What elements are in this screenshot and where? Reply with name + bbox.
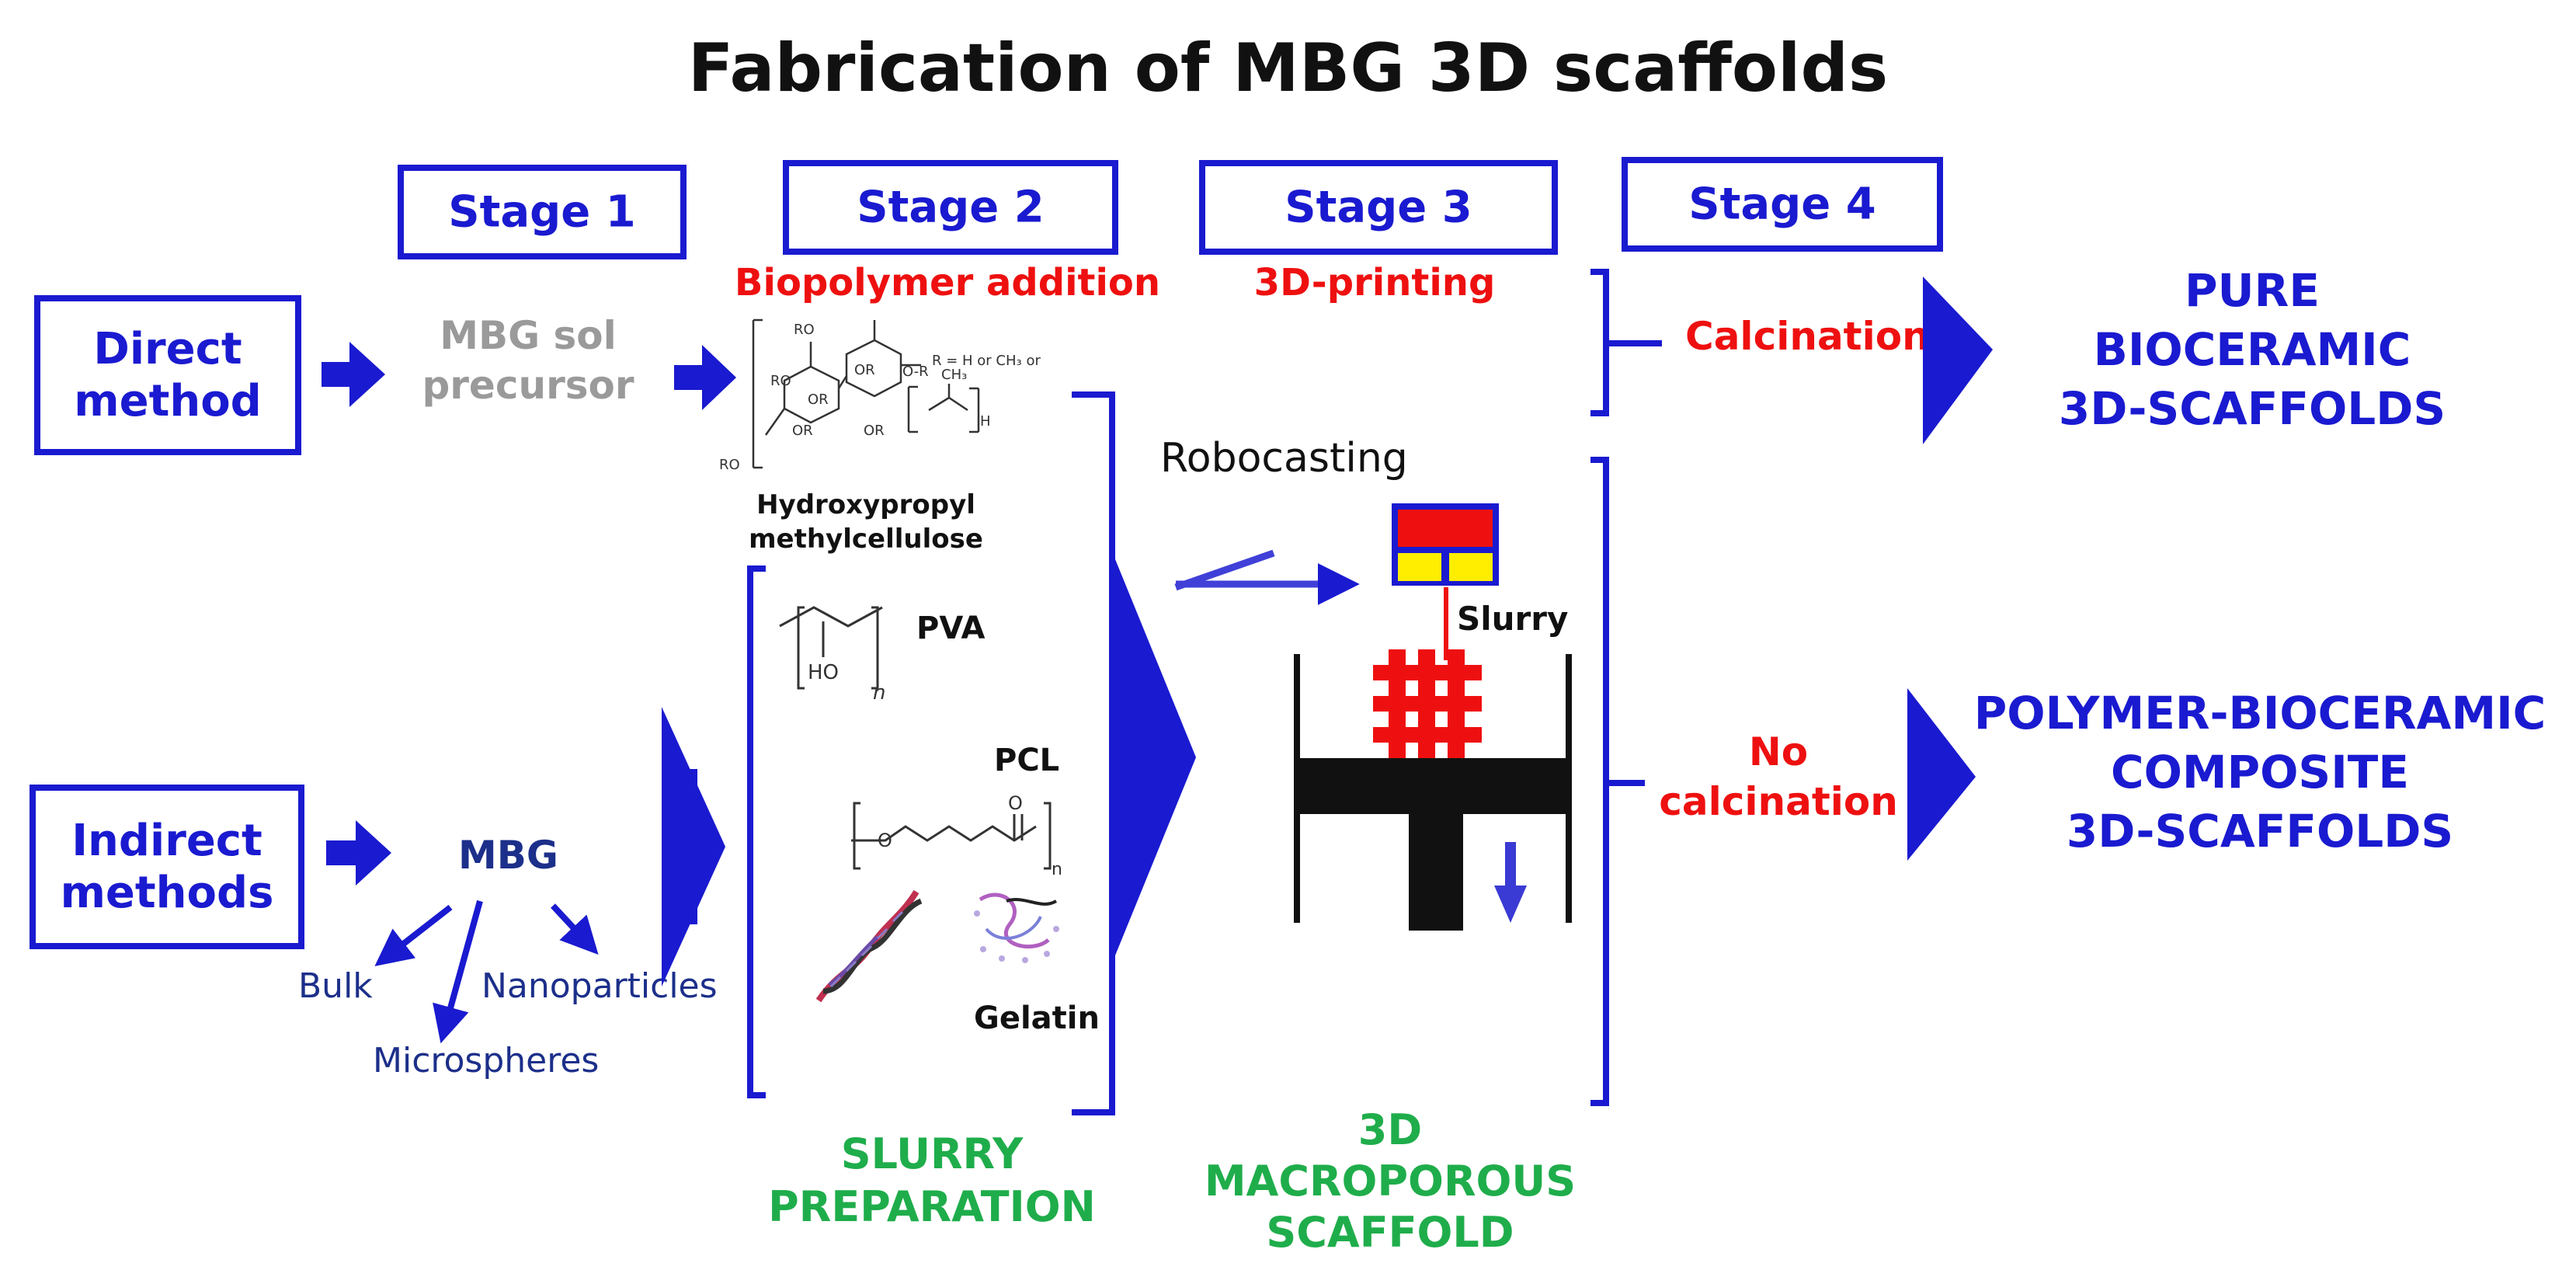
- indirect-methods-box: Indirect methods: [30, 785, 304, 949]
- no-calcination-line2: calcination: [1659, 779, 1898, 824]
- hpmc-r-group-note: R = H or CH₃ or: [932, 353, 1041, 369]
- pcl-structure-icon: [851, 802, 1052, 870]
- microspheres-label: Microspheres: [373, 1041, 600, 1080]
- svg-text:O: O: [1008, 792, 1023, 814]
- mbg-sol-line1: MBG sol: [440, 313, 617, 358]
- no-calcination-label: No calcination: [1646, 727, 1910, 826]
- hpmc-structure-icon: [752, 318, 980, 469]
- svg-text:H: H: [980, 413, 991, 430]
- polymer-bracket-left: [747, 565, 766, 1098]
- mbg-branch-arrows: [374, 899, 599, 1044]
- indirect-methods-line1: Indirect: [71, 815, 262, 866]
- gelatin-coil-icon: [974, 893, 1059, 963]
- mbg-sol-line2: precursor: [422, 363, 634, 408]
- arrow-slurry-to-printer: [1115, 559, 1196, 955]
- platform-down-arrow: [1494, 842, 1527, 923]
- hpmc-line2: methylcellulose: [749, 524, 983, 555]
- printer-platform: [1294, 654, 1572, 931]
- mbg-label: MBG: [458, 833, 558, 878]
- no-calcination-line1: No: [1748, 729, 1809, 774]
- pva-structure-icon: [779, 606, 883, 690]
- direct-method-box: Direct method: [34, 295, 301, 455]
- pure-line1: PURE: [2185, 264, 2320, 317]
- stage-2-box: Stage 2: [783, 160, 1118, 255]
- svg-text:n: n: [1052, 860, 1062, 879]
- pva-atom-labels: HO n: [808, 661, 885, 705]
- arrow-direct-to-sol: [322, 342, 385, 407]
- svg-text:OR: OR: [808, 391, 829, 408]
- svg-text:OR: OR: [864, 423, 885, 439]
- stage-1-box: Stage 1: [398, 165, 687, 259]
- stage-2-subtitle: Biopolymer addition: [734, 261, 1161, 304]
- pure-line2: BIOCERAMIC: [2093, 323, 2411, 376]
- macroporous-scaffold-label: 3D MACROPOROUS SCAFFOLD: [1196, 1105, 1584, 1258]
- hpmc-atom-labels: RO RO OR OR OR OR RO O-R CH₃ H R = H or …: [719, 322, 1041, 473]
- slurry-preparation-line2: PREPARATION: [768, 1182, 1096, 1231]
- stage-3-label: Stage 3: [1285, 182, 1472, 233]
- hpmc-line1: Hydroxypropyl: [756, 489, 975, 520]
- robocasting-label: Robocasting: [1160, 435, 1408, 482]
- stage-3-box: Stage 3: [1199, 160, 1558, 255]
- pva-label: PVA: [916, 611, 986, 646]
- pure-bioceramic-output: PURE BIOCERAMIC 3D-SCAFFOLDS: [2035, 261, 2470, 438]
- diagram-title: Fabrication of MBG 3D scaffolds: [687, 30, 1889, 107]
- bulk-label: Bulk: [298, 966, 373, 1006]
- calcination-bracket: [1590, 269, 1662, 416]
- gelatin-label: Gelatin: [974, 1000, 1100, 1036]
- composite-output: POLYMER-BIOCERAMIC COMPOSITE 3D-SCAFFOLD…: [1957, 684, 2563, 861]
- stage-3-subtitle: 3D-printing: [1253, 261, 1496, 304]
- composite-line3: 3D-SCAFFOLDS: [2066, 805, 2454, 858]
- stage-2-label: Stage 2: [857, 182, 1045, 233]
- svg-text:RO: RO: [794, 322, 815, 338]
- arrow-mbg-to-polymers: [662, 707, 725, 986]
- arrow-indirect-to-mbg: [326, 820, 391, 886]
- slurry-preparation-label: SLURRY PREPARATION: [730, 1128, 1134, 1234]
- svg-text:OR: OR: [854, 362, 875, 378]
- direct-method-line2: method: [74, 376, 262, 426]
- gelatin-helix-icon: [815, 889, 923, 1003]
- scaffold-lattice: [1373, 649, 1482, 758]
- calcination-label: Calcination: [1685, 314, 1930, 359]
- svg-text:OR: OR: [792, 423, 813, 439]
- macroporous-line3: SCAFFOLD: [1266, 1208, 1514, 1257]
- hpmc-label: Hydroxypropyl methylcellulose: [691, 488, 1041, 556]
- direct-method-line1: Direct: [93, 323, 242, 374]
- pcl-atom-labels: O O n: [878, 792, 1062, 879]
- no-calcination-bracket: [1590, 457, 1645, 1106]
- svg-text:RO: RO: [719, 457, 740, 473]
- svg-text:n: n: [873, 681, 885, 705]
- svg-text:RO: RO: [770, 373, 791, 389]
- slurry-label: Slurry: [1457, 600, 1569, 638]
- pure-line3: 3D-SCAFFOLDS: [2058, 382, 2446, 435]
- arrow-to-pure-output: [1923, 277, 1993, 444]
- svg-text:O: O: [878, 830, 892, 851]
- slurry-preparation-line1: SLURRY: [840, 1129, 1024, 1178]
- svg-text:O-R: O-R: [902, 364, 929, 380]
- indirect-methods-line2: methods: [60, 868, 274, 918]
- stage-4-label: Stage 4: [1688, 179, 1876, 230]
- pcl-label: PCL: [994, 743, 1060, 778]
- mbg-sol-precursor-label: MBG sol precursor: [404, 311, 652, 410]
- nanoparticles-label: Nanoparticles: [481, 966, 718, 1006]
- composite-line1: POLYMER-BIOCERAMIC: [1973, 687, 2546, 739]
- stage-4-box: Stage 4: [1622, 157, 1943, 252]
- arrow-to-composite-output: [1907, 688, 1976, 861]
- composite-line2: COMPOSITE: [2111, 746, 2409, 799]
- macroporous-line1: 3D: [1358, 1105, 1423, 1154]
- svg-text:HO: HO: [808, 661, 839, 684]
- macroporous-line2: MACROPOROUS: [1204, 1157, 1577, 1206]
- svg-text:CH₃: CH₃: [941, 367, 967, 383]
- arrow-sol-to-hpmc: [674, 345, 736, 410]
- printer-head: [1392, 503, 1499, 660]
- stage-1-label: Stage 1: [448, 186, 636, 238]
- stage2-bracket-right: [1072, 391, 1115, 1115]
- robocasting-arrow: [1174, 549, 1360, 605]
